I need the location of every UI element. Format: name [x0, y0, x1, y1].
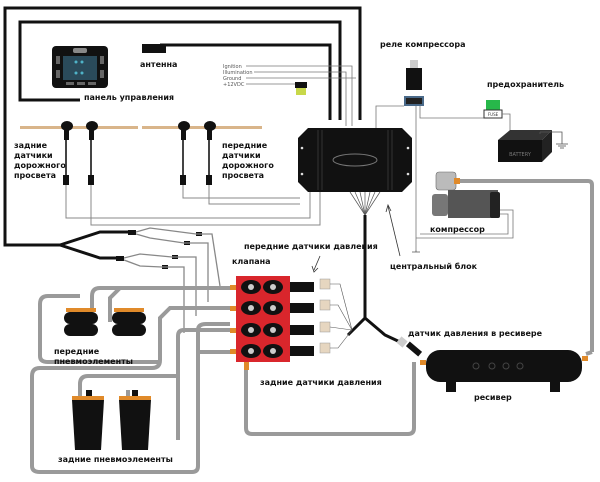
wire-label-ignition: Ignition — [223, 64, 242, 70]
battery: BATTERY — [498, 130, 552, 162]
pressure-sensor-pointer — [311, 255, 321, 273]
fuse: FUSE — [483, 100, 503, 119]
compressor-air-line — [460, 179, 594, 352]
compressor-relay — [404, 60, 424, 106]
wire-label-ground: Ground — [223, 76, 241, 82]
power-wires — [246, 65, 356, 126]
height-sensors — [20, 121, 262, 185]
label-antenna: антенна — [140, 60, 178, 69]
ignition-connector — [295, 82, 307, 95]
label-front-air-springs: передние пневмоэлементы — [54, 347, 133, 366]
central-unit-pointer — [385, 203, 401, 257]
label-fuse: предохранитель — [487, 80, 565, 89]
pressure-sensors — [290, 278, 353, 356]
label-front-pressure-sensors: передние датчики давления — [244, 242, 378, 251]
label-valves: клапана — [232, 257, 271, 266]
rear-air-springs — [72, 390, 151, 450]
central-unit — [298, 128, 412, 344]
main-harness — [3, 6, 362, 260]
wire-label-illumination: Illumination — [223, 70, 253, 76]
tank-pressure-sensor — [396, 336, 423, 357]
battery-text: BATTERY — [509, 152, 532, 158]
control-panel — [52, 46, 108, 88]
label-central-unit: центральный блок — [390, 262, 478, 271]
fuse-text: FUSE — [488, 112, 499, 117]
compressor — [432, 171, 500, 218]
label-control-panel: панель управления — [84, 93, 175, 102]
relay-wires — [375, 105, 486, 250]
label-rear-air-springs: задние пневмоэлементы — [58, 455, 173, 464]
antenna — [142, 44, 166, 53]
air-lines — [30, 286, 593, 474]
label-compressor: компрессор — [430, 225, 485, 234]
ground-symbol — [539, 131, 568, 149]
valve-block — [230, 276, 290, 370]
front-air-springs — [64, 308, 146, 336]
wire-labels: Ignition Illumination Ground +12VDC — [223, 64, 253, 88]
label-rear-height-sensors: задние датчики дорожного просвета — [14, 141, 66, 180]
sensor-wires — [65, 185, 321, 226]
label-tank-pressure-sensor: датчик давления в ресивере — [408, 329, 543, 338]
compressor-wires — [416, 209, 514, 239]
air-tank — [420, 350, 588, 392]
label-rear-pressure-sensors: задние датчики давления — [260, 378, 382, 387]
label-front-height-sensors: передние датчики дорожного просвета — [222, 141, 274, 180]
wire-label-12vdc: +12VDC — [223, 82, 245, 88]
label-air-tank: ресивер — [474, 393, 512, 402]
label-compressor-relay: реле компрессора — [380, 40, 466, 49]
